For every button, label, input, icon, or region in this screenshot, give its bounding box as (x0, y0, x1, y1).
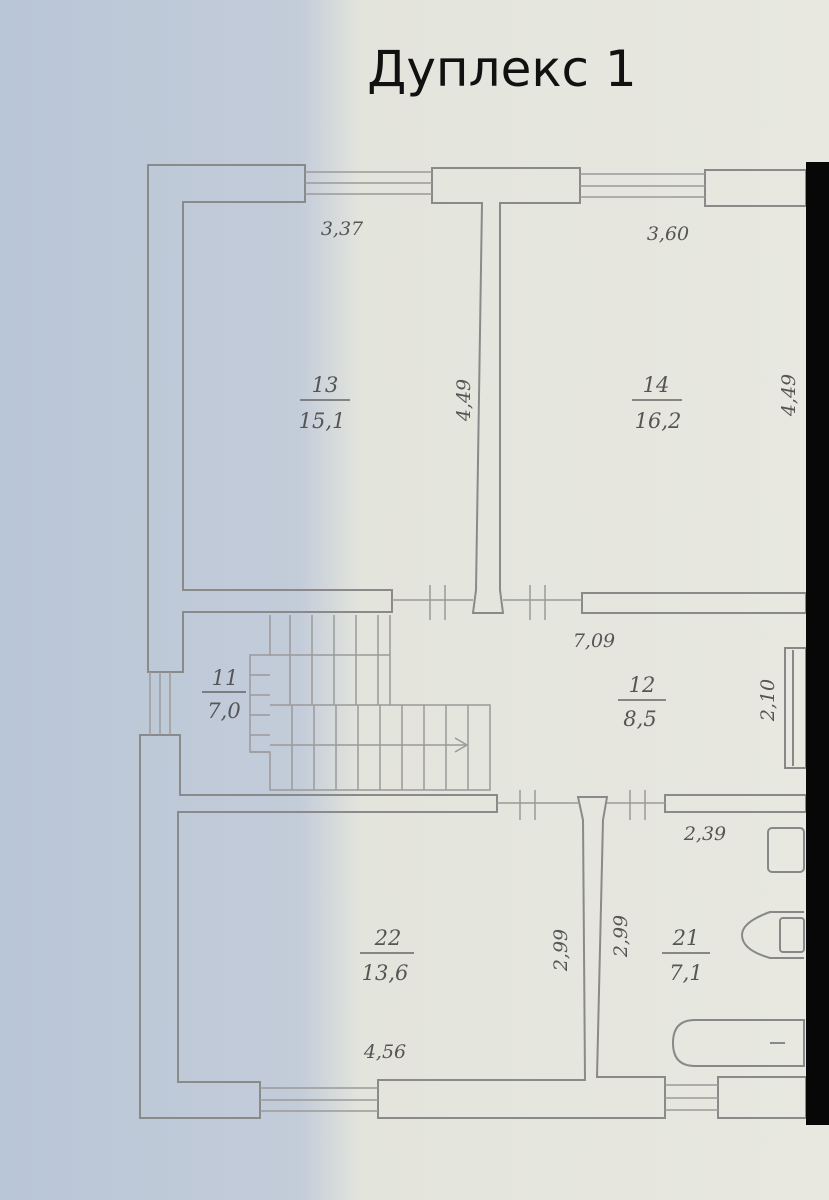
room-area: 7,0 (207, 699, 240, 723)
room-number: 13 (312, 373, 339, 397)
dim-room14-depth: 4,49 (778, 374, 800, 417)
dim-room22-width: 4,56 (363, 1041, 406, 1063)
room-label-12: 12 8,5 (618, 673, 666, 731)
dim-hall-depth: 2,10 (757, 679, 779, 722)
room-area: 16,2 (635, 409, 682, 433)
outer-wall-left-lower (139, 734, 498, 1119)
room-label-22: 22 13,6 (360, 926, 414, 985)
bathtub-icon (671, 1019, 805, 1067)
room-label-11: 11 7,0 (202, 666, 246, 723)
room-label-13: 13 15,1 (299, 373, 350, 433)
room-area: 7,1 (669, 961, 702, 985)
partition-wall-13-14 (431, 167, 581, 614)
room-number: 22 (374, 926, 402, 950)
page-title: Дуплекс 1 (367, 40, 637, 98)
room-area: 13,6 (362, 961, 409, 985)
door-openings (392, 585, 665, 820)
staircase (249, 615, 491, 791)
dim-room13-depth: 4,49 (453, 379, 475, 422)
dim-room13-width: 3,37 (321, 218, 364, 240)
room-label-21: 21 7,1 (662, 926, 710, 985)
windows (149, 171, 718, 1112)
bathroom-fixtures (671, 647, 807, 1067)
dim-hall-width: 7,09 (573, 630, 615, 652)
dim-bath-width: 2,39 (683, 823, 726, 845)
room-number: 12 (629, 673, 656, 697)
room-number: 21 (672, 926, 700, 950)
room-label-14: 14 16,2 (632, 373, 682, 433)
outer-wall-top-right (704, 169, 807, 207)
wall-hall-bath (664, 794, 807, 813)
dim-room22-depth: 2,99 (550, 929, 572, 972)
sink-icon (767, 827, 805, 873)
dim-bath-depth: 2,99 (610, 915, 632, 958)
black-edge-bar (806, 162, 829, 1125)
outer-wall-left-upper (147, 164, 393, 673)
cabinet-icon (784, 647, 807, 769)
room-area: 8,5 (623, 707, 656, 731)
room-number: 14 (643, 373, 670, 397)
room-area: 15,1 (299, 409, 346, 433)
dim-room14-width: 3,60 (647, 223, 689, 245)
wall-14-hall (581, 592, 807, 614)
room-number: 11 (212, 666, 239, 690)
outer-wall-bottom-right (717, 1076, 807, 1119)
toilet-icon (740, 911, 804, 959)
partition-wall-22-21 (377, 796, 666, 1119)
